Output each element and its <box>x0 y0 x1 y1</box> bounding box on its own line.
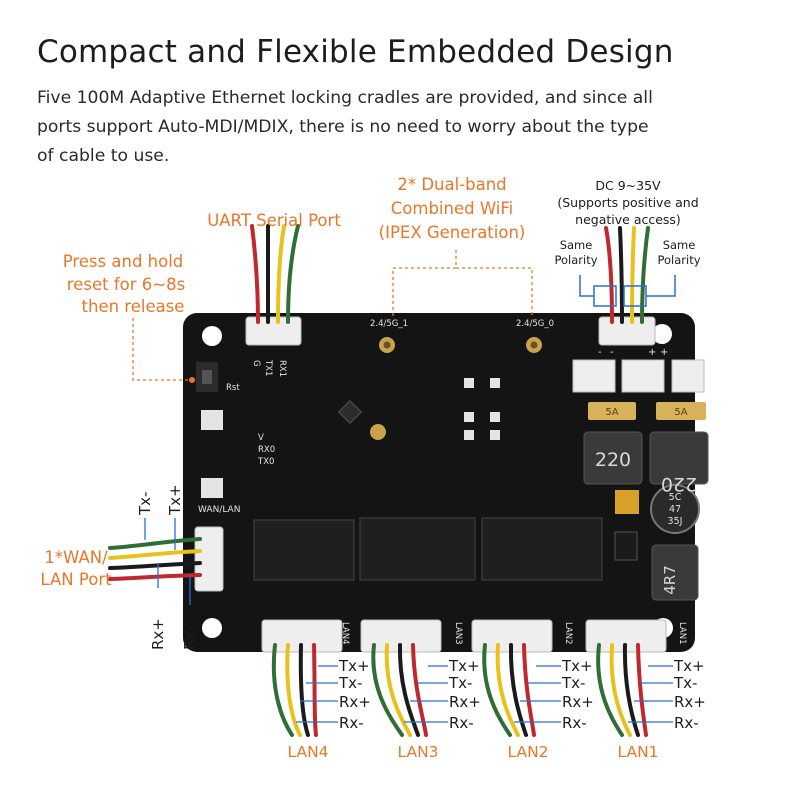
lan-pin-labels: Tx+ Tx- Rx+ Rx- Tx+ Tx- Rx+ Rx- Tx+ Tx- … <box>338 657 706 732</box>
cap-marking: 5C <box>669 492 682 503</box>
silk-rx1: RX1 <box>277 360 287 377</box>
lan4-label: LAN4 <box>287 743 328 761</box>
dc-connector <box>598 316 656 346</box>
silk-polarity: + <box>660 347 668 358</box>
fuse-marking: 5A <box>605 407 618 418</box>
wifi-label-line1: 2* Dual-band <box>397 175 506 194</box>
same-polarity-right-2: Polarity <box>657 253 700 267</box>
description-line: of cable to use. <box>37 146 170 166</box>
description-line: Five 100M Adaptive Ethernet locking crad… <box>37 88 653 108</box>
wan-label-line2: LAN Port <box>40 570 112 589</box>
inductor-marking: 220 <box>661 473 697 495</box>
lan2-label: LAN2 <box>507 743 548 761</box>
silk-lan3: LAN3 <box>453 622 463 645</box>
silkscreen: 2.4/5G_1 2.4/5G_0 Rst TX1 RX1 G V RX0 TX… <box>198 319 687 645</box>
cap-marking: 35J <box>668 516 683 527</box>
lan1-label: LAN1 <box>617 743 658 761</box>
lan3-pin: Tx+ <box>448 657 480 675</box>
wifi-label-line2: Combined WiFi <box>391 199 514 218</box>
uart-label: UART Serial Port <box>207 211 341 230</box>
silk-polarity: + <box>648 347 656 358</box>
silk-g: G <box>251 360 261 367</box>
silk-v: V <box>258 433 264 443</box>
wan-rx-minus: Rx- <box>181 625 199 650</box>
cap-markings: 5C 47 35J <box>668 492 683 527</box>
silk-polarity: - <box>610 347 614 358</box>
wan-pin-labels: Tx- Tx+ Rx+ Rx- <box>136 484 199 650</box>
dc-labels: DC 9~35V (Supports positive and negative… <box>554 178 700 267</box>
lan4-pin: Tx+ <box>338 657 370 675</box>
lan4-pin: Rx+ <box>339 693 371 711</box>
silk-lan2: LAN2 <box>563 622 573 645</box>
inductor-marking: 4R7 <box>661 565 679 595</box>
silk-lan4: LAN4 <box>340 622 350 645</box>
lan3-pin: Rx- <box>449 714 474 732</box>
silk-wan-lan: WAN/LAN <box>198 505 240 515</box>
silk-polarity: - <box>598 347 602 358</box>
silk-rst: Rst <box>226 383 240 393</box>
component-markings: 220 220 4R7 <box>595 449 697 595</box>
same-polarity-left-1: Same <box>560 238 593 252</box>
mounting-hole <box>202 326 222 346</box>
same-polarity-right-1: Same <box>663 238 696 252</box>
wan-tx-minus: Tx- <box>136 492 154 516</box>
page-title: Compact and Flexible Embedded Design <box>37 34 674 70</box>
description-line: ports support Auto-MDI/MDIX, there is no… <box>37 117 649 137</box>
lan1-pin: Rx+ <box>674 693 706 711</box>
silk-rx0: RX0 <box>258 445 275 455</box>
wires <box>108 224 650 737</box>
wan-label-line1: 1*WAN/ <box>44 548 108 567</box>
same-polarity-left-2: Polarity <box>554 253 597 267</box>
inductor-marking: 220 <box>595 449 631 471</box>
cap-marking: 47 <box>669 504 681 515</box>
lan1-pin: Rx- <box>674 714 699 732</box>
lan1-pin: Tx- <box>673 674 697 692</box>
reset-label-line3: then release <box>82 297 185 316</box>
silk-ant1: 2.4/5G_1 <box>370 319 408 329</box>
reset-label-line2: reset for 6~8s <box>67 275 185 294</box>
callouts: UART Serial Port 2* Dual-band Combined W… <box>40 175 525 589</box>
lan3-label: LAN3 <box>397 743 438 761</box>
polarity-brackets <box>579 275 676 307</box>
wan-tx-plus: Tx+ <box>166 484 184 516</box>
silk-lan1: LAN1 <box>677 622 687 645</box>
board-pad <box>370 424 386 440</box>
dc-label-line2: (Supports positive and <box>557 195 698 210</box>
pin-lines <box>144 518 673 723</box>
lan2-pin: Rx+ <box>562 693 594 711</box>
wan-rx-plus: Rx+ <box>149 618 167 650</box>
lan2-pin: Rx- <box>562 714 587 732</box>
wifi-label-line3: (IPEX Generation) <box>379 223 526 242</box>
description: Five 100M Adaptive Ethernet locking crad… <box>37 84 777 171</box>
lan4-pin: Rx- <box>339 714 364 732</box>
reset-marker <box>189 377 195 383</box>
lan2-pin: Tx- <box>561 674 585 692</box>
uart-connector <box>245 316 302 346</box>
wan-connector <box>194 526 224 592</box>
silk-tx1: TX1 <box>263 359 273 376</box>
lan4-pin: Tx- <box>338 674 362 692</box>
fuse-markings: 5A 5A <box>605 407 687 418</box>
lan3-pin: Rx+ <box>449 693 481 711</box>
fuse-marking: 5A <box>674 407 687 418</box>
mounting-hole <box>652 324 672 344</box>
silk-tx0: TX0 <box>257 457 274 467</box>
lan3-pin: Tx- <box>448 674 472 692</box>
reset-label-line1: Press and hold <box>63 252 184 271</box>
dc-label-line1: DC 9~35V <box>595 178 661 193</box>
dc-label-line3: negative access) <box>575 212 681 227</box>
lan2-pin: Tx+ <box>561 657 593 675</box>
leader-lines <box>132 250 533 381</box>
silk-ant0: 2.4/5G_0 <box>516 319 554 329</box>
router-board <box>183 313 709 652</box>
lan1-pin: Tx+ <box>673 657 705 675</box>
lan-port-names: LAN4 LAN3 LAN2 LAN1 <box>287 743 658 761</box>
mounting-hole <box>202 618 222 638</box>
